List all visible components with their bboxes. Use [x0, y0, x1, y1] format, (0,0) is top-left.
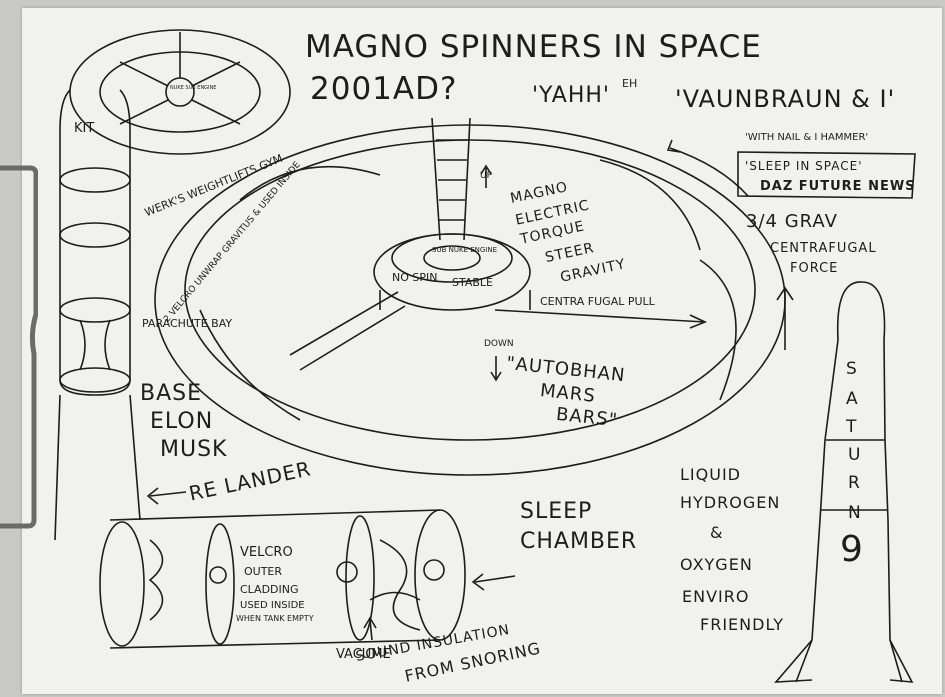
relander-arrow	[146, 487, 187, 505]
spoke	[289, 291, 406, 371]
sleep-in-space-label: 'SLEEP IN SPACE'	[745, 159, 863, 173]
fuel-line1: LIQUID	[680, 465, 741, 484]
saturn-letter-s: S	[846, 359, 858, 379]
saturn-rocket	[774, 281, 914, 683]
velcro-outer-line1: VELCRO	[240, 545, 293, 560]
elon-label: ELON	[150, 409, 214, 434]
left-tube	[54, 89, 141, 541]
nail-hammer-label: 'WITH NAIL & I HAMMER'	[745, 132, 869, 143]
sub-nuke-label: SUB NUKE ENGINE	[432, 246, 497, 254]
orbit-arrow	[666, 139, 749, 197]
velcro-outer-line3: CLADDING	[240, 583, 299, 596]
vaunbraun-label: 'VAUNBRAUN & I'	[675, 85, 896, 113]
up-label: UP	[480, 171, 493, 181]
saturn-letter-n: N	[848, 503, 862, 523]
daz-future-label: DAZ FUTURE NEWS	[760, 179, 916, 194]
saturn-letter-a: A	[846, 389, 859, 409]
vacume-line1: VACUME	[336, 647, 391, 662]
sleep-chamber-capsule	[99, 509, 466, 649]
kit-label: KIT	[74, 121, 95, 136]
sleep-chamber-line1: SLEEP	[520, 499, 593, 524]
up-arrow	[480, 164, 492, 188]
down-label: DOWN	[484, 339, 514, 349]
vacume-arrow	[363, 616, 377, 641]
paper-sheet	[22, 8, 942, 694]
fuel-line6: FRIENDLY	[700, 615, 784, 634]
velcro-outer-line2: OUTER	[244, 565, 283, 578]
fuel-line2: HYDROGEN	[680, 493, 781, 512]
saturn-letter-r: R	[848, 473, 861, 493]
musk-label: MUSK	[160, 437, 228, 462]
velcro-outer-line5: WHEN TANK EMPTY	[236, 614, 314, 623]
mini-wheel	[69, 29, 291, 155]
velcro-outer-line4: USED INSIDE	[240, 600, 305, 611]
yahh-label: 'YAHH'	[532, 83, 610, 108]
main-title: MAGNO SPINNERS IN SPACE	[305, 29, 762, 65]
centrafugal-arrow	[494, 309, 708, 329]
sleep-space-box	[737, 151, 916, 199]
saturn-letter-u: U	[848, 445, 862, 465]
fuel-line5: ENVIRO	[682, 587, 750, 606]
centra-pull-label: CENTRA FUGAL PULL	[540, 295, 655, 308]
mini-wheel-label: NUKE SUB ENGINE	[170, 85, 217, 91]
date-title: 2001AD?	[310, 71, 458, 107]
grav-line3: FORCE	[790, 261, 839, 276]
sleep-chamber-line2: CHAMBER	[520, 529, 638, 554]
saturn-letter-t: T	[846, 417, 858, 437]
hub-disc	[373, 233, 531, 311]
no-spin-label: NO SPIN	[392, 271, 438, 284]
eh-label: EH	[622, 77, 638, 90]
sleep-chamber-arrow	[471, 573, 516, 591]
down-arrow	[490, 356, 502, 382]
fuel-line3: &	[710, 523, 724, 542]
parachute-bay-label: PARACHUTE BAY	[142, 317, 233, 330]
clipboard-clip	[0, 165, 38, 529]
grav-line2: CENTRAFUGAL	[770, 241, 877, 256]
grav-arrow	[776, 286, 794, 350]
central-column	[431, 117, 471, 241]
base-label: BASE	[140, 381, 203, 406]
saturn-number: 9	[840, 529, 864, 570]
fuel-line4: OXYGEN	[680, 555, 753, 574]
grav-line1: 3/4 GRAV	[746, 211, 838, 232]
stable-label: STABLE	[452, 276, 493, 289]
